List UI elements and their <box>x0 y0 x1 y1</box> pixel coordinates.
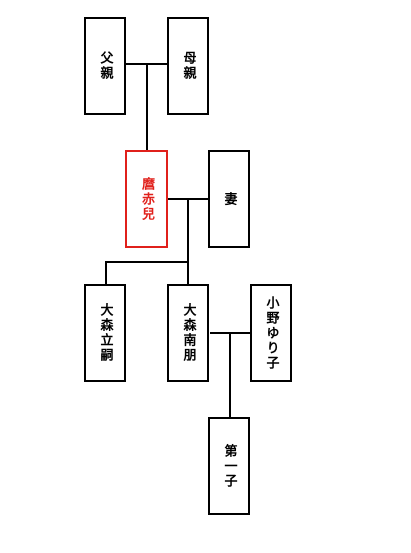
person-child1: 大森立嗣 <box>84 284 126 382</box>
parents-descent-line <box>146 63 148 151</box>
person-child2: 大森南朋 <box>167 284 209 382</box>
person-wife: 妻 <box>208 150 250 248</box>
person-spouse2-label: 小野ゆり子 <box>263 295 279 371</box>
person-child2-label: 大森南朋 <box>180 303 196 363</box>
children-bar <box>105 261 189 263</box>
person-mother: 母親 <box>167 17 209 115</box>
person-child1-label: 大森立嗣 <box>97 303 113 363</box>
person-mother-label: 母親 <box>180 51 196 81</box>
person-wife-label: 妻 <box>221 191 237 207</box>
child2-drop-line <box>187 261 189 285</box>
person-self-label: 麿赤兒 <box>139 176 154 222</box>
person-father-label: 父親 <box>97 51 113 81</box>
person-self: 麿赤兒 <box>125 150 168 248</box>
person-grandchild-label: 第一子 <box>221 443 237 489</box>
self-descent-line <box>187 198 189 262</box>
person-father: 父親 <box>84 17 126 115</box>
child1-drop-line <box>105 261 107 285</box>
grandchild-descent-line <box>229 332 231 418</box>
person-spouse2: 小野ゆり子 <box>250 284 292 382</box>
person-grandchild: 第一子 <box>208 417 250 515</box>
